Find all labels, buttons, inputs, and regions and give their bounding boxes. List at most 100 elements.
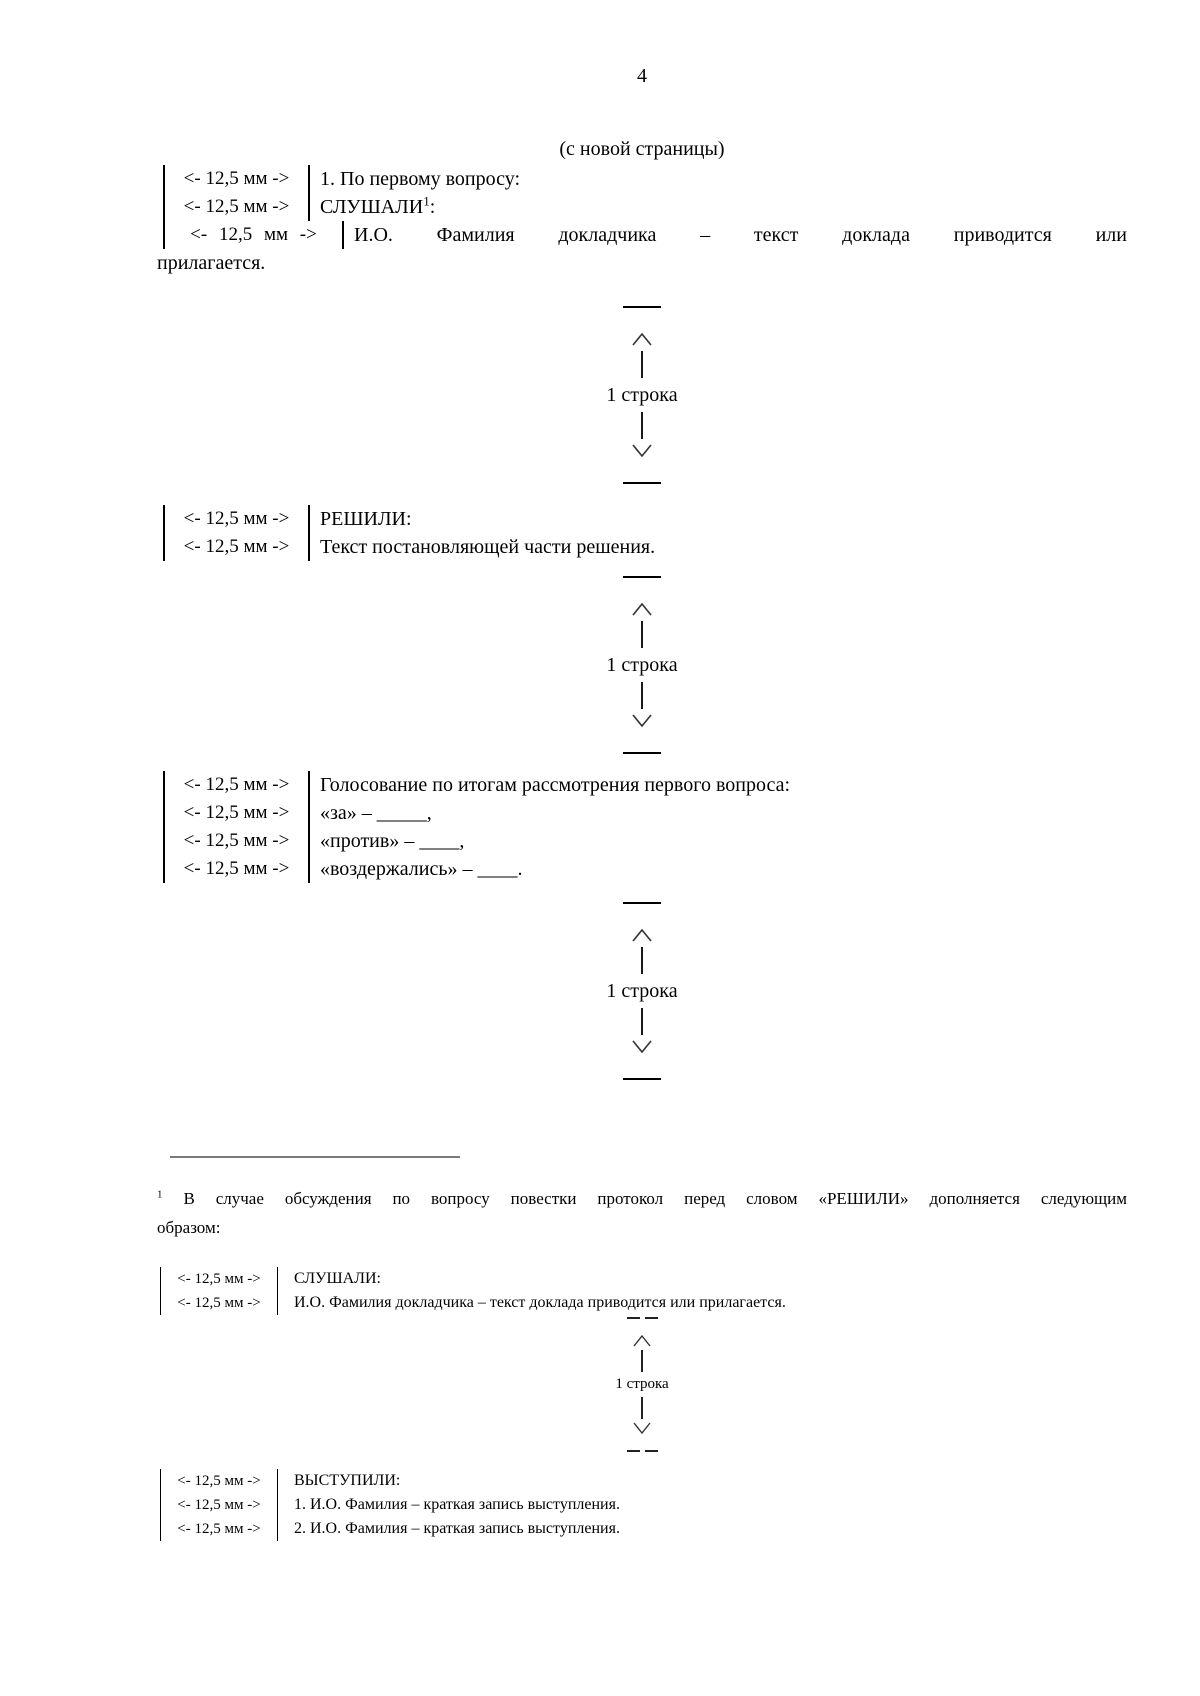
footnote-reference: 1 bbox=[423, 193, 430, 209]
arrow-up-icon bbox=[632, 332, 652, 346]
spacing-label: 1 строка bbox=[606, 980, 678, 1002]
margin-label: <- 12,5 мм -> bbox=[183, 168, 290, 189]
new-page-note: (с новой страницы) bbox=[559, 138, 725, 160]
speech-record-1: 1. И.О. Фамилия – краткая запись выступл… bbox=[294, 1496, 620, 1513]
heard-word: СЛУШАЛИ bbox=[320, 196, 424, 218]
footnote-line-1: 1 В случае обсуждения по вопросу повестк… bbox=[157, 1184, 1127, 1213]
protocol-line: <- 12,5 мм -> И.О. Фамилия докладчика – … bbox=[157, 221, 1127, 249]
speaker-line-small: И.О. Фамилия докладчика – текст доклада … bbox=[294, 1294, 786, 1311]
voting-block: <- 12,5 мм -> Голосование по итогам расс… bbox=[157, 771, 1127, 883]
protocol-line: <- 12,5 мм -> РЕШИЛИ: bbox=[157, 505, 1127, 533]
margin-width-indicator: <- 12,5 мм -> bbox=[160, 1493, 278, 1517]
footnote-line-2: образом: bbox=[157, 1218, 221, 1237]
line-text: 1. По первому вопросу: bbox=[320, 168, 521, 190]
arrow-up-icon bbox=[632, 928, 652, 942]
margin-label: <- 12,5 мм -> bbox=[177, 1270, 261, 1287]
margin-width-indicator: <- 12,5 мм -> bbox=[160, 1517, 278, 1541]
margin-width-indicator: <- 12,5 мм -> bbox=[163, 193, 310, 221]
spoke-heading-small: ВЫСТУПИЛИ: bbox=[294, 1472, 401, 1489]
question-block: <- 12,5 мм -> 1. По первому вопросу: <- … bbox=[157, 165, 1127, 277]
speaker-line-wrap: прилагается. bbox=[157, 252, 266, 274]
boundary-line bbox=[626, 1317, 658, 1319]
margin-label: <- 12,5 мм -> bbox=[183, 858, 290, 879]
margin-label: <- 12,5 мм -> bbox=[183, 830, 290, 851]
margin-label: <- 12,5 мм -> bbox=[177, 1294, 261, 1311]
protocol-line-small: <- 12,5 мм -> 1. И.О. Фамилия – краткая … bbox=[157, 1493, 1127, 1517]
margin-width-indicator: <- 12,5 мм -> bbox=[163, 799, 310, 827]
page-number: 4 bbox=[637, 65, 647, 87]
connector-line bbox=[641, 1397, 643, 1419]
margin-label: <- 12,5 мм -> bbox=[183, 196, 290, 217]
margin-label: <- 12,5 мм -> bbox=[183, 536, 290, 557]
margin-width-indicator: <- 12,5 мм -> bbox=[163, 221, 344, 249]
protocol-line-small: <- 12,5 мм -> 2. И.О. Фамилия – краткая … bbox=[157, 1517, 1127, 1541]
connector-line bbox=[641, 1008, 643, 1035]
boundary-line bbox=[623, 752, 661, 754]
connector-line bbox=[641, 947, 643, 974]
connector-line bbox=[641, 1350, 643, 1372]
arrow-down-icon bbox=[633, 1422, 651, 1434]
boundary-line bbox=[623, 1078, 661, 1080]
margin-width-indicator: <- 12,5 мм -> bbox=[163, 855, 310, 883]
heard-colon: : bbox=[429, 196, 436, 218]
vote-against-line: «против» – ____, bbox=[320, 830, 465, 852]
margin-label: <- 12,5 мм -> bbox=[177, 1496, 261, 1513]
arrow-down-icon bbox=[632, 714, 652, 728]
connector-line bbox=[641, 621, 643, 648]
spacing-label: 1 строка bbox=[615, 1376, 669, 1392]
margin-width-indicator: <- 12,5 мм -> bbox=[163, 505, 310, 533]
spacing-label: 1 строка bbox=[606, 384, 678, 406]
footnote-heard-block: <- 12,5 мм -> СЛУШАЛИ: <- 12,5 мм -> И.О… bbox=[157, 1267, 1127, 1315]
margin-width-indicator: <- 12,5 мм -> bbox=[160, 1291, 278, 1315]
arrow-up-icon bbox=[632, 602, 652, 616]
decided-heading: РЕШИЛИ: bbox=[320, 508, 412, 530]
heard-heading: СЛУШАЛИ1: bbox=[310, 193, 435, 221]
margin-label: <- 12,5 мм -> bbox=[183, 774, 290, 795]
connector-line bbox=[641, 412, 643, 439]
margin-width-indicator: <- 12,5 мм -> bbox=[163, 165, 310, 193]
margin-width-indicator: <- 12,5 мм -> bbox=[163, 533, 310, 561]
connector-line bbox=[641, 682, 643, 709]
protocol-line: <- 12,5 мм -> «за» – _____, bbox=[157, 799, 1127, 827]
protocol-line: <- 12,5 мм -> Голосование по итогам расс… bbox=[157, 771, 1127, 799]
footnote-spoke-block: <- 12,5 мм -> ВЫСТУПИЛИ: <- 12,5 мм -> 1… bbox=[157, 1469, 1127, 1541]
heard-heading-small: СЛУШАЛИ: bbox=[294, 1270, 381, 1287]
speech-record-2: 2. И.О. Фамилия – краткая запись выступл… bbox=[294, 1520, 620, 1537]
boundary-line bbox=[623, 576, 661, 578]
footnote-text-line1: В случае обсуждения по вопросу повестки … bbox=[183, 1189, 1128, 1208]
connector-line bbox=[641, 351, 643, 378]
decided-block: <- 12,5 мм -> РЕШИЛИ: <- 12,5 мм -> Текс… bbox=[157, 505, 1127, 561]
boundary-line bbox=[623, 306, 661, 308]
protocol-line: <- 12,5 мм -> 1. По первому вопросу: bbox=[157, 165, 1127, 193]
footnote-separator bbox=[170, 1156, 460, 1158]
margin-width-indicator: <- 12,5 мм -> bbox=[163, 827, 310, 855]
line-spacing-indicator: 1 строка bbox=[157, 902, 1127, 1080]
decided-text: Текст постановляющей части решения. bbox=[320, 536, 656, 558]
voting-heading: Голосование по итогам рассмотрения перво… bbox=[320, 774, 790, 796]
boundary-line bbox=[623, 902, 661, 904]
line-spacing-indicator: 1 строка bbox=[157, 306, 1127, 484]
margin-label: <- 12,5 мм -> bbox=[177, 1520, 261, 1537]
page-content: 4 (с новой страницы) <- 12,5 мм -> 1. По… bbox=[157, 64, 1127, 1541]
line-spacing-indicator-small: 1 строка bbox=[157, 1317, 1127, 1452]
arrow-down-icon bbox=[632, 444, 652, 458]
protocol-line: <- 12,5 мм -> СЛУШАЛИ1: bbox=[157, 193, 1127, 221]
margin-width-indicator: <- 12,5 мм -> bbox=[163, 771, 310, 799]
protocol-line-small: <- 12,5 мм -> И.О. Фамилия докладчика – … bbox=[157, 1291, 1127, 1315]
protocol-line: <- 12,5 мм -> «воздержались» – ____. bbox=[157, 855, 1127, 883]
protocol-line-small: <- 12,5 мм -> ВЫСТУПИЛИ: bbox=[157, 1469, 1127, 1493]
boundary-line bbox=[626, 1450, 658, 1452]
margin-label: <- 12,5 мм -> bbox=[177, 1472, 261, 1489]
protocol-line: <- 12,5 мм -> «против» – ____, bbox=[157, 827, 1127, 855]
spacing-label: 1 строка bbox=[606, 654, 678, 676]
arrow-down-icon bbox=[632, 1040, 652, 1054]
speaker-line: И.О. Фамилия докладчика – текст доклада … bbox=[354, 224, 1127, 246]
vote-for-line: «за» – _____, bbox=[320, 802, 432, 824]
margin-label: <- 12,5 мм -> bbox=[190, 224, 317, 245]
footnote-text: 1 В случае обсуждения по вопросу повестк… bbox=[157, 1184, 1127, 1242]
margin-width-indicator: <- 12,5 мм -> bbox=[160, 1267, 278, 1291]
protocol-line: <- 12,5 мм -> Текст постановляющей части… bbox=[157, 533, 1127, 561]
boundary-line bbox=[623, 482, 661, 484]
margin-label: <- 12,5 мм -> bbox=[183, 802, 290, 823]
protocol-line-small: <- 12,5 мм -> СЛУШАЛИ: bbox=[157, 1267, 1127, 1291]
